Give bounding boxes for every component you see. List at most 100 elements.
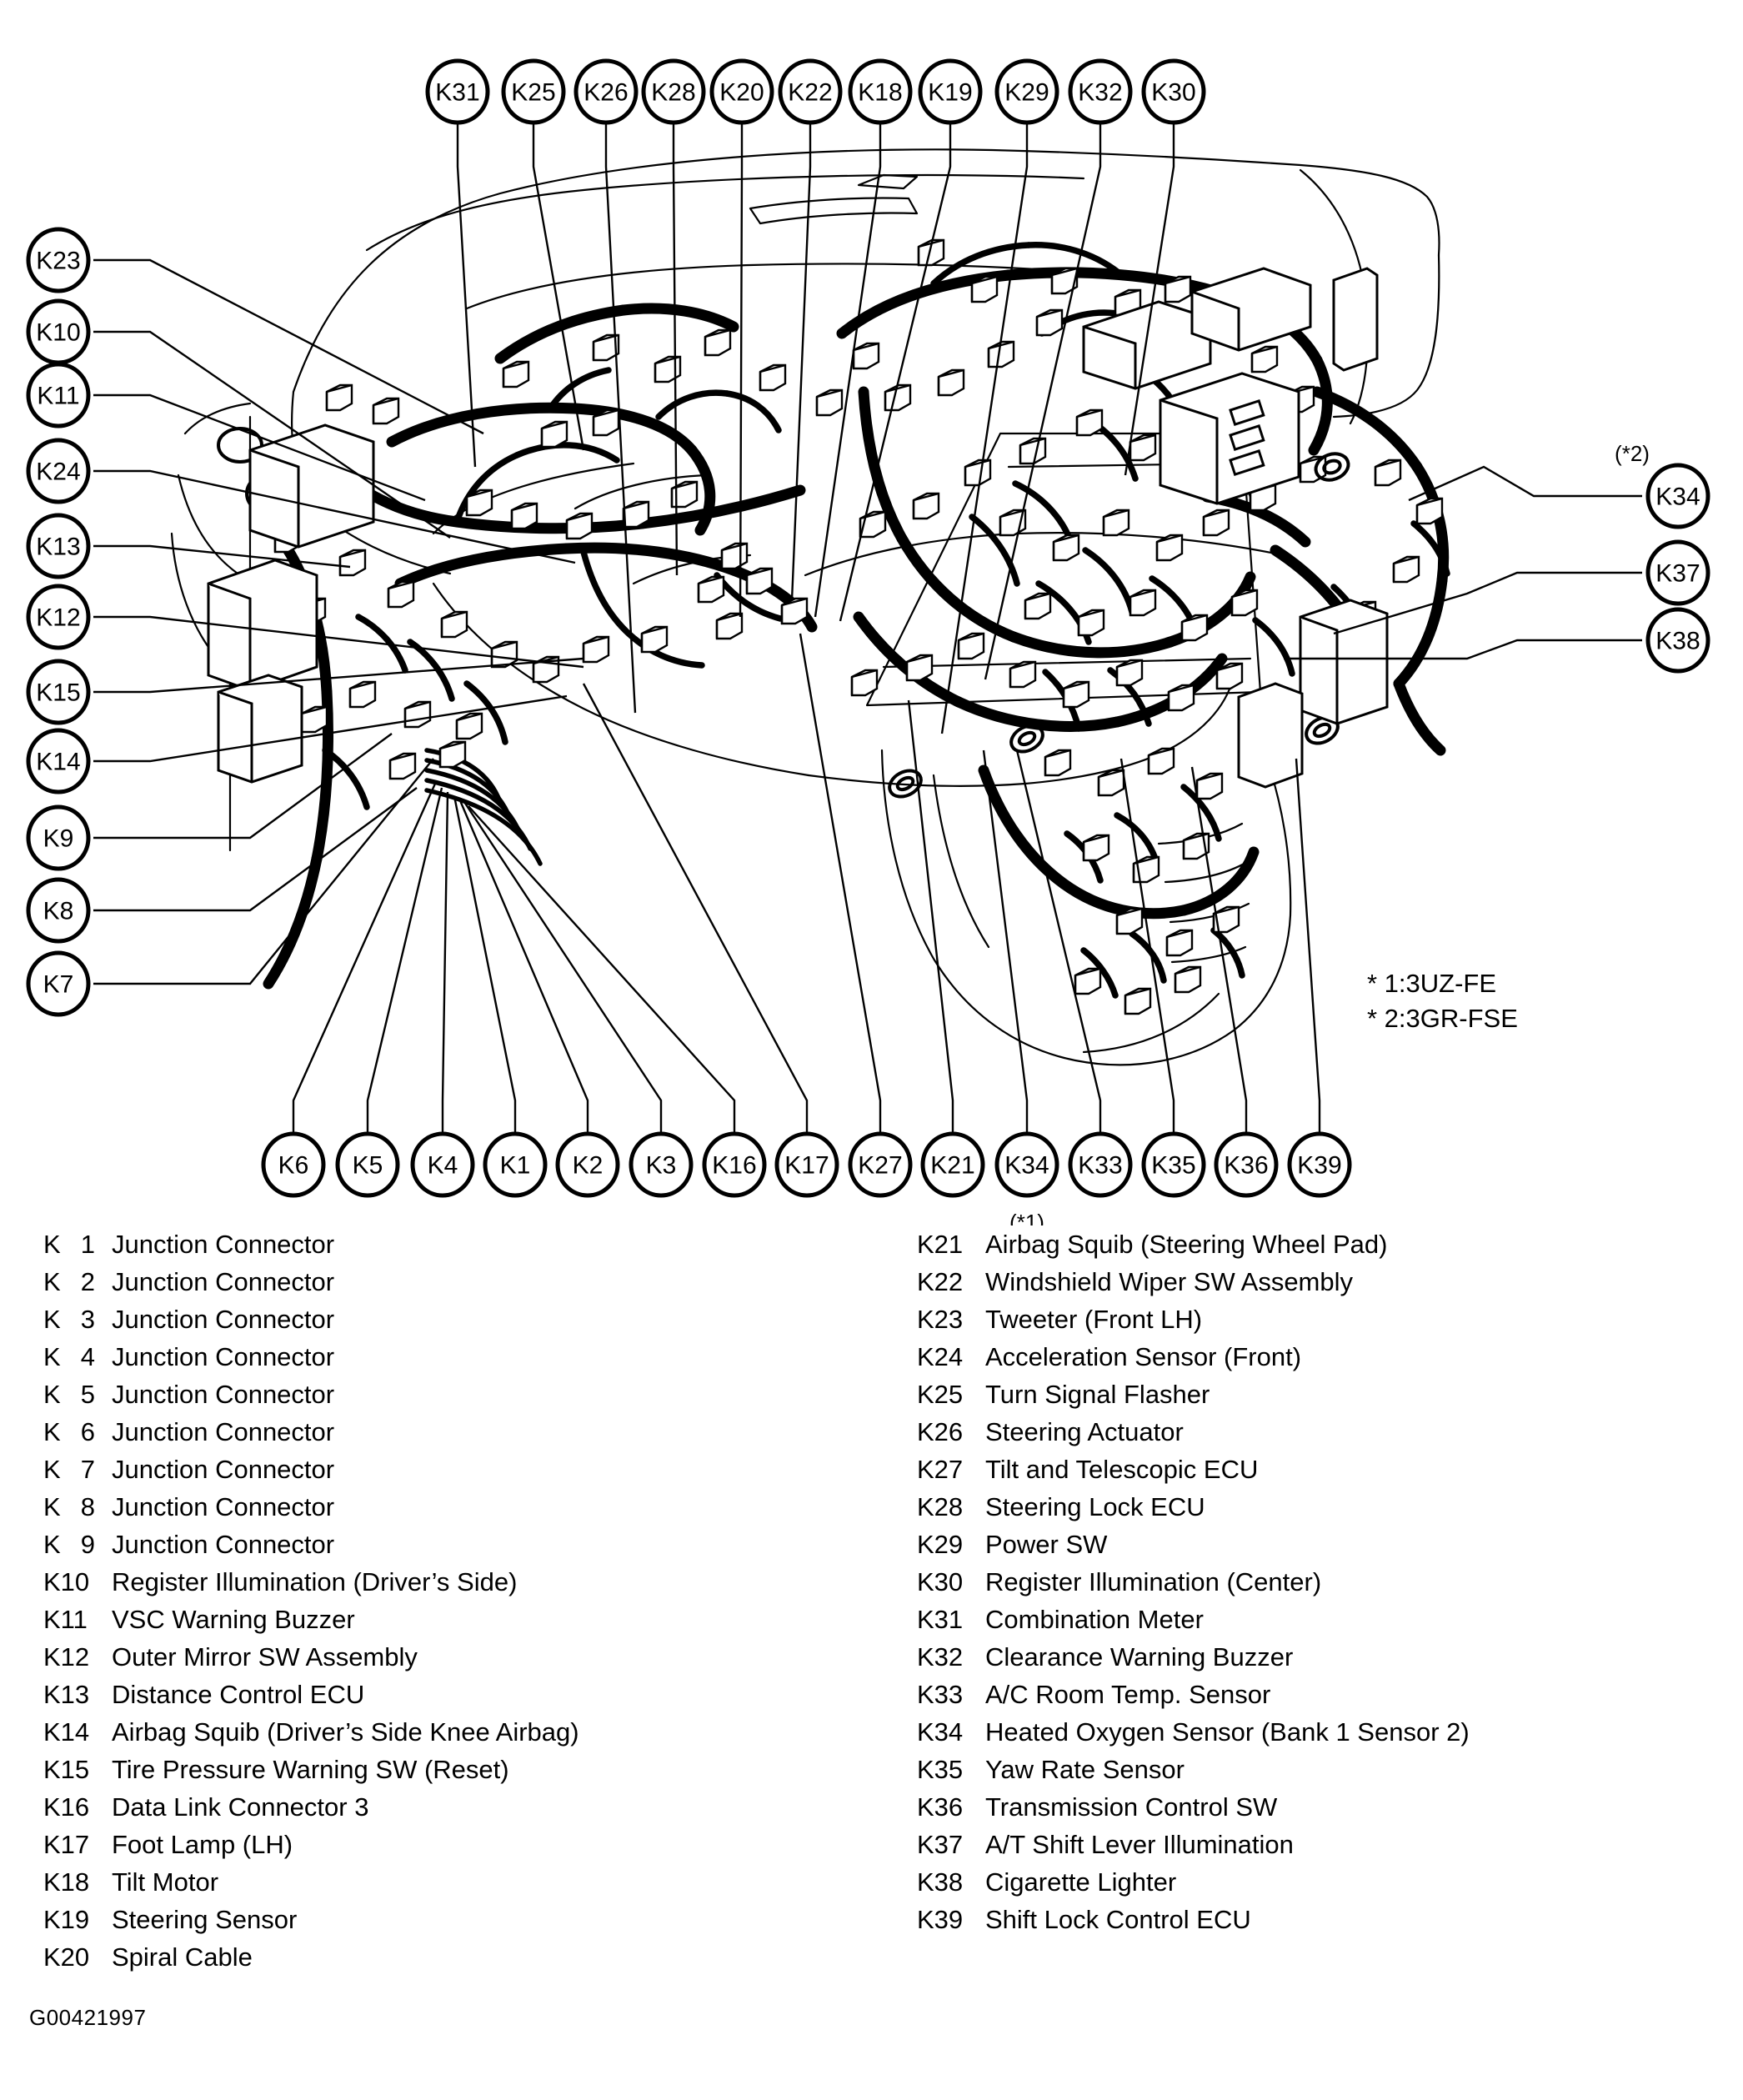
callout-bubble-k8[interactable]: K8 — [26, 877, 91, 944]
callout-circle — [26, 728, 91, 794]
legend-label: Steering Lock ECU — [985, 1492, 1205, 1521]
callout-label: K13 — [36, 534, 80, 561]
callout-circle — [425, 58, 490, 125]
callout-circle — [641, 58, 706, 125]
callout-bubble-k29[interactable]: K29 — [994, 58, 1059, 125]
callout-circle — [26, 584, 91, 650]
callout-bubble-k37[interactable]: K37 — [1645, 539, 1710, 606]
legend-code: K 3 — [43, 1305, 96, 1334]
legend-code: K29 — [917, 1530, 964, 1559]
callout-bubble-k6[interactable]: K6 — [261, 1131, 326, 1198]
callout-bubble-k7[interactable]: K7 — [26, 950, 91, 1017]
callout-bubble-k38[interactable]: K38 — [1645, 607, 1710, 674]
callout-bubble-k34[interactable]: K34(*2) — [1615, 441, 1710, 529]
callout-bubble-k20[interactable]: K20 — [709, 58, 774, 125]
legend-label: Junction Connector — [112, 1530, 335, 1559]
callout-bubble-k36[interactable]: K36 — [1214, 1131, 1279, 1198]
callout-label: K24 — [36, 459, 80, 486]
callout-bubble-k18[interactable]: K18 — [848, 58, 913, 125]
callout-circle — [1645, 539, 1710, 606]
callout-label: K3 — [646, 1152, 677, 1180]
callout-label: K10 — [36, 319, 80, 347]
legend-label: Junction Connector — [112, 1230, 335, 1259]
callout-bubble-k17[interactable]: K17 — [774, 1131, 839, 1198]
legend-row: K31 Combination Meter — [917, 1601, 1734, 1638]
callout-label: K12 — [36, 604, 80, 632]
legend-label: Turn Signal Flasher — [985, 1380, 1210, 1409]
legend-code: K17 — [43, 1830, 90, 1859]
callout-bubble-k4[interactable]: K4 — [410, 1131, 475, 1198]
callout-circle — [994, 1131, 1059, 1198]
callout-bubble-k22[interactable]: K22 — [778, 58, 843, 125]
callout-label: K27 — [858, 1152, 902, 1180]
callout-label: K14 — [36, 749, 80, 776]
callout-bubble-k13[interactable]: K13 — [26, 513, 91, 579]
callout-label: K19 — [928, 79, 972, 107]
callout-circle — [1645, 463, 1710, 529]
callout-bubble-k35[interactable]: K35 — [1141, 1131, 1206, 1198]
callout-bubble-k15[interactable]: K15 — [26, 659, 91, 725]
callout-circle — [918, 58, 983, 125]
callout-bubble-k16[interactable]: K16 — [702, 1131, 767, 1198]
callout-circle — [1068, 1131, 1133, 1198]
legend-code: K10 — [43, 1567, 90, 1596]
legend-label: Register Illumination (Driver’s Side) — [112, 1567, 518, 1596]
callout-bubble-k2[interactable]: K2 — [555, 1131, 620, 1198]
legend-label: VSC Warning Buzzer — [112, 1605, 355, 1634]
callout-bubble-k32[interactable]: K32 — [1068, 58, 1133, 125]
legend-label: Cigarette Lighter — [985, 1867, 1177, 1897]
engine-note-1: * 1:3UZ-FE — [1367, 969, 1496, 998]
callout-bubble-k12[interactable]: K12 — [26, 584, 91, 650]
callout-bubble-k31[interactable]: K31 — [425, 58, 490, 125]
callout-bubble-k27[interactable]: K27 — [848, 1131, 913, 1198]
callout-bubble-k9[interactable]: K9 — [26, 804, 91, 871]
callout-label: K7 — [43, 971, 74, 999]
callout-bubble-k23[interactable]: K23 — [26, 227, 91, 293]
callout-bubble-k1[interactable]: K1 — [483, 1131, 548, 1198]
legend-label: Windshield Wiper SW Assembly — [985, 1267, 1354, 1296]
callout-label: K25 — [511, 79, 555, 107]
callout-label: K31 — [435, 79, 479, 107]
callout-bubble-k34[interactable]: K34(*1) — [994, 1131, 1059, 1225]
callout-bubble-k24[interactable]: K24 — [26, 438, 91, 504]
callout-bubble-k19[interactable]: K19 — [918, 58, 983, 125]
callout-bubble-k10[interactable]: K10 — [26, 298, 91, 365]
callout-label: K23 — [36, 248, 80, 275]
callout-circle — [555, 1131, 620, 1198]
callout-bubble-k21[interactable]: K21 — [920, 1131, 985, 1198]
callout-bubble-k26[interactable]: K26 — [573, 58, 639, 125]
legend-code: K 2 — [43, 1267, 96, 1296]
legend-label: Register Illumination (Center) — [985, 1567, 1322, 1596]
legend-label: Tilt and Telescopic ECU — [985, 1455, 1259, 1484]
callout-circle — [778, 58, 843, 125]
callout-bubble-k14[interactable]: K14 — [26, 728, 91, 794]
callout-bubble-k33[interactable]: K33 — [1068, 1131, 1133, 1198]
callout-bubble-k25[interactable]: K25 — [501, 58, 566, 125]
callout-label: K9 — [43, 825, 74, 853]
legend-code: K31 — [917, 1605, 964, 1634]
callout-bubble-k5[interactable]: K5 — [335, 1131, 400, 1198]
callout-bubble-k30[interactable]: K30 — [1141, 58, 1206, 125]
legend-label: Combination Meter — [985, 1605, 1204, 1634]
legend-label: Heated Oxygen Sensor (Bank 1 Sensor 2) — [985, 1717, 1470, 1747]
legend-code: K23 — [917, 1305, 964, 1334]
legend-label: Junction Connector — [112, 1492, 335, 1521]
legend-label: A/T Shift Lever Illumination — [985, 1830, 1294, 1859]
legend-label: Shift Lock Control ECU — [985, 1905, 1251, 1934]
callout-bubble-k11[interactable]: K11 — [26, 362, 91, 429]
callout-bubble-k28[interactable]: K28 — [641, 58, 706, 125]
legend-code: K37 — [917, 1830, 964, 1859]
callout-bubble-k3[interactable]: K3 — [629, 1131, 694, 1198]
callout-bubble-k39[interactable]: K39 — [1287, 1131, 1352, 1198]
